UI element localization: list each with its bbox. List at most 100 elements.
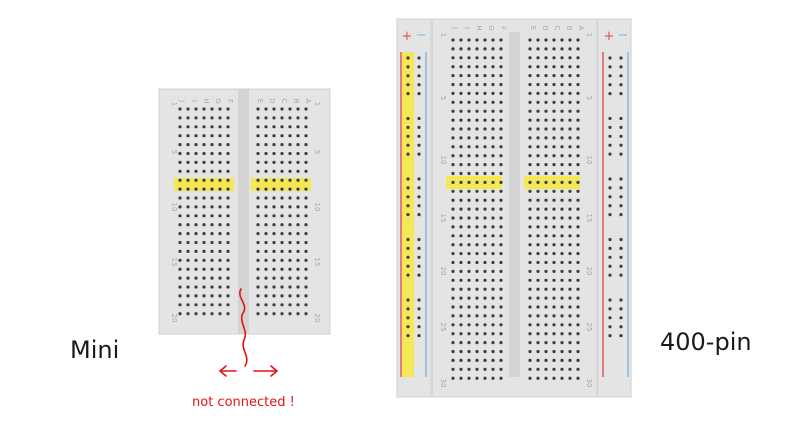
- hole: [296, 223, 300, 227]
- hole: [475, 56, 479, 60]
- hole: [288, 214, 292, 218]
- hole: [475, 358, 479, 362]
- hole: [499, 216, 503, 220]
- hole: [568, 189, 572, 193]
- hole: [272, 178, 276, 182]
- hole: [576, 269, 580, 273]
- hole: [576, 207, 580, 211]
- hole: [475, 171, 479, 176]
- hole: [560, 145, 564, 149]
- hole: [528, 100, 532, 104]
- hole: [288, 107, 292, 111]
- hole: [499, 198, 503, 202]
- hole: [467, 180, 471, 184]
- hole: [483, 109, 487, 113]
- hole: [491, 278, 495, 282]
- hole: [536, 367, 540, 371]
- hole: [475, 314, 479, 318]
- hole: [499, 349, 503, 354]
- hole: [304, 303, 308, 307]
- hole: [210, 187, 214, 191]
- hole: [210, 169, 214, 173]
- rail-hole: [608, 204, 612, 208]
- hole: [280, 232, 284, 236]
- hole: [576, 82, 580, 87]
- hole: [467, 118, 471, 122]
- hole: [202, 125, 206, 129]
- hole: [483, 65, 487, 69]
- hole: [178, 285, 182, 289]
- hole: [272, 151, 276, 156]
- hole: [483, 136, 487, 140]
- hole: [226, 276, 230, 280]
- hole: [272, 187, 276, 191]
- hole: [483, 278, 487, 282]
- hole: [218, 214, 222, 218]
- rail-hole: [406, 307, 410, 311]
- hole: [459, 341, 463, 345]
- hole: [451, 145, 455, 149]
- full-col-letter: D: [541, 25, 549, 30]
- hole: [544, 287, 548, 291]
- hole: [475, 367, 479, 371]
- hole: [576, 216, 580, 220]
- hole: [467, 171, 471, 176]
- hole: [475, 332, 479, 336]
- hole: [280, 303, 284, 307]
- hole: [560, 367, 564, 371]
- hole: [528, 314, 532, 318]
- hole: [536, 243, 540, 247]
- hole: [288, 134, 292, 138]
- rail-hole: [417, 186, 421, 190]
- hole: [552, 145, 556, 149]
- mini-breadboard: [158, 88, 331, 335]
- hole: [536, 323, 540, 327]
- hole: [280, 240, 284, 245]
- hole: [552, 100, 556, 104]
- hole: [194, 276, 198, 280]
- rail-hole: [608, 56, 612, 60]
- hole: [544, 91, 548, 95]
- hole: [568, 154, 572, 158]
- hole: [499, 260, 503, 265]
- hole: [568, 314, 572, 318]
- hole: [194, 214, 198, 218]
- hole: [568, 74, 572, 78]
- hole: [536, 118, 540, 122]
- hole: [475, 323, 479, 327]
- full-highlight-left: [446, 176, 502, 189]
- hole: [451, 163, 455, 167]
- mini-row-number: 5: [170, 150, 178, 154]
- hole: [264, 267, 268, 271]
- hole: [536, 305, 540, 309]
- full-row-number: 30: [439, 379, 447, 388]
- hole: [272, 214, 276, 218]
- hole: [296, 276, 300, 280]
- hole: [256, 312, 260, 316]
- hole: [536, 207, 540, 211]
- hole: [288, 276, 292, 280]
- hole: [280, 223, 284, 227]
- hole: [226, 160, 230, 164]
- hole: [560, 180, 564, 184]
- rail-hole: [406, 83, 410, 87]
- hole: [560, 243, 564, 247]
- rail-hole: [619, 195, 623, 199]
- rail-hole: [619, 134, 623, 138]
- hole: [459, 260, 463, 265]
- hole: [280, 267, 284, 271]
- hole: [544, 367, 548, 371]
- hole: [528, 163, 532, 167]
- hole: [528, 305, 532, 309]
- hole: [552, 367, 556, 371]
- hole: [491, 154, 495, 158]
- hole: [560, 91, 564, 95]
- rail-hole: [406, 116, 410, 121]
- hole: [280, 258, 284, 262]
- hole: [552, 65, 556, 69]
- hole: [186, 178, 190, 182]
- full-col-letter: F: [499, 26, 507, 30]
- hole: [491, 163, 495, 167]
- hole: [491, 349, 495, 354]
- rail-hole: [406, 92, 410, 96]
